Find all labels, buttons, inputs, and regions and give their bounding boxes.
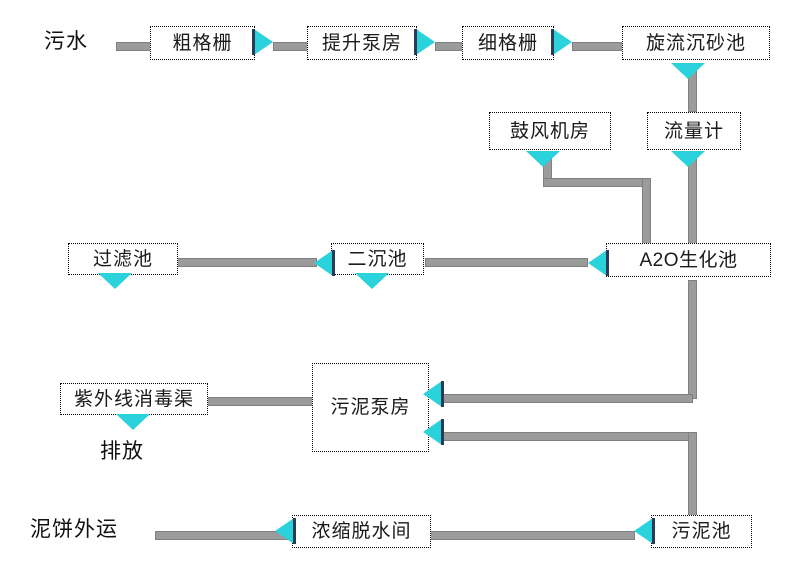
- arrow-edge-6: [441, 381, 444, 407]
- pipe-into-sludge-pump-upper: [440, 394, 693, 403]
- node-secondary-clarifier[interactable]: 二沉池: [331, 243, 424, 275]
- arrow-edge-8: [293, 518, 296, 544]
- arrow-edge-7: [441, 419, 444, 445]
- arrow-to-cake-out: [275, 518, 294, 544]
- node-thickening-dewater[interactable]: 浓缩脱水间: [292, 515, 431, 548]
- node-sludge-pump[interactable]: 污泥泵房: [312, 363, 429, 452]
- pipe-filter-to-uv: [205, 397, 315, 406]
- node-lift-pump[interactable]: 提升泵房: [307, 26, 417, 60]
- node-a2o-tank[interactable]: A2O生化池: [606, 243, 771, 277]
- arrow-into-sludge-pump-lower: [423, 419, 442, 445]
- pipe-inflow-to-coarse-screen: [116, 42, 152, 51]
- node-flow-meter[interactable]: 流量计: [647, 112, 741, 150]
- node-label: 污泥池: [671, 521, 732, 542]
- node-label: 鼓风机房: [509, 120, 590, 142]
- arrow-edge-2: [414, 29, 417, 55]
- node-uv-channel[interactable]: 紫外线消毒渠: [60, 383, 208, 415]
- node-sludge-tank[interactable]: 污泥池: [651, 515, 752, 548]
- arrow-edge-3: [551, 29, 554, 55]
- node-label: 污泥泵房: [330, 397, 411, 418]
- arrow-filter-tank-down: [98, 273, 132, 289]
- pipe-a2o-to-secondary: [425, 258, 588, 267]
- pipe-fine-screen-to-vortex-grit: [572, 42, 627, 51]
- arrow-into-dewater: [634, 518, 653, 544]
- node-fine-screen[interactable]: 细格栅: [462, 26, 554, 60]
- node-vortex-grit[interactable]: 旋流沉砂池: [622, 26, 770, 60]
- arrow-coarse-screen-out: [254, 29, 273, 55]
- node-blower-room[interactable]: 鼓风机房: [489, 112, 611, 150]
- node-label: 过滤池: [92, 248, 153, 270]
- node-label: 粗格栅: [172, 32, 233, 54]
- arrow-vortex-grit-down: [671, 63, 705, 79]
- node-label: 旋流沉砂池: [645, 32, 746, 54]
- arrow-edge-9: [652, 518, 655, 544]
- node-filter-tank[interactable]: 过滤池: [68, 243, 178, 275]
- node-label: A2O生化池: [639, 249, 738, 271]
- node-label: 流量计: [663, 120, 724, 142]
- node-coarse-screen[interactable]: 粗格栅: [150, 26, 255, 60]
- pipe-dewater-to-cake-out: [155, 531, 293, 540]
- label-discharge: 排放: [100, 440, 144, 463]
- arrow-fine-screen-out: [553, 29, 572, 55]
- arrow-uv-channel-down: [116, 414, 150, 430]
- arrow-edge-4: [606, 250, 609, 276]
- arrow-into-sludge-pump-upper: [423, 381, 442, 407]
- node-label: 细格栅: [477, 32, 538, 54]
- arrow-lift-pump-out: [416, 29, 435, 55]
- node-label: 紫外线消毒渠: [73, 388, 194, 410]
- arrow-secondary-clarifier-down: [355, 273, 389, 289]
- node-label: 提升泵房: [321, 32, 402, 54]
- pipe-into-sludge-pump-lower: [440, 432, 693, 441]
- pipe-secondary-to-filter: [177, 258, 317, 267]
- label-cake-out: 泥饼外运: [30, 518, 118, 541]
- pipe-sludge-tank-up: [688, 432, 697, 522]
- arrow-into-a2o: [588, 250, 607, 276]
- arrow-flow-meter-down: [671, 151, 705, 167]
- pipe-blower-right: [543, 178, 651, 187]
- pipe-blower-into-a2o: [642, 178, 651, 247]
- pipe-sludge-tank-to-dewater: [430, 531, 635, 540]
- arrow-blower-down: [526, 151, 560, 167]
- arrow-into-secondary-clarifier: [314, 250, 333, 276]
- label-inflow: 污水: [44, 30, 88, 53]
- arrow-edge-5: [332, 250, 335, 276]
- node-label: 二沉池: [347, 248, 408, 270]
- node-label: 浓缩脱水间: [311, 521, 412, 542]
- arrow-edge-1: [252, 29, 255, 55]
- pipe-a2o-down-to-sludge-pump: [688, 280, 697, 399]
